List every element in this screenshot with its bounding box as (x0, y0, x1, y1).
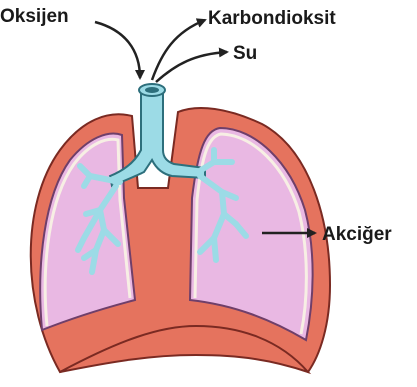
water-arrow (156, 52, 227, 82)
oxygen-label: Oksijen (0, 6, 69, 27)
carbon-dioxide-arrow (152, 20, 205, 80)
trachea-lumen (145, 87, 159, 93)
oxygen-arrow (95, 22, 140, 78)
carbon-dioxide-label: Karbondioksit (208, 8, 336, 29)
lung-label: Akciğer (322, 224, 392, 245)
water-label: Su (233, 43, 257, 64)
